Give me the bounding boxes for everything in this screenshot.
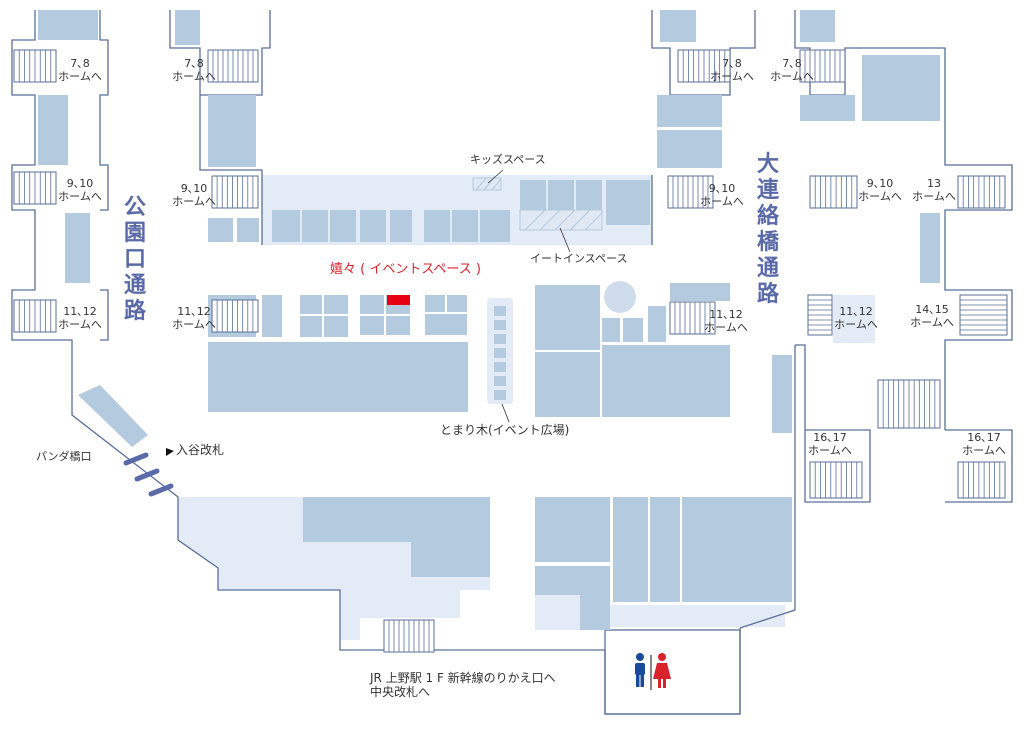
iriya-gate-label[interactable]: 入谷改札 xyxy=(176,443,225,457)
triangle-pointer-icon xyxy=(166,448,174,456)
corridor-char: 口 xyxy=(123,247,146,272)
panda-corridor-block xyxy=(78,385,148,447)
daiRenraku-corridor-label: 大連絡橋通路 xyxy=(755,152,781,308)
kids-space-label[interactable]: キッズスペース xyxy=(470,153,546,166)
tomarigi-column xyxy=(487,298,513,404)
corridor-char: 絡 xyxy=(756,204,779,229)
platform-1112-east-floor xyxy=(833,295,875,343)
panda-bridge-exit-label[interactable]: パンダ橋口 xyxy=(36,450,92,463)
corridor-char: 通 xyxy=(123,273,146,298)
event-space-label[interactable]: 嬉々 ( イベントスペース ) xyxy=(330,262,481,277)
restroom-icon xyxy=(635,653,671,690)
corridor-char: 連 xyxy=(756,178,779,203)
tomarigi-label[interactable]: とまり木(イベント広場) xyxy=(440,423,570,437)
koenguchi-corridor-label: 公園口通路 xyxy=(122,195,148,325)
corridor-char: 路 xyxy=(123,299,146,324)
corridor-char: 公 xyxy=(123,195,146,220)
event-space-marker xyxy=(387,295,410,305)
corridor-char: 園 xyxy=(123,221,146,246)
eat-in-space-label[interactable]: イートインスペース xyxy=(530,252,628,265)
shinkansen-transfer-label[interactable]: JR 上野駅 1 F 新幹線のりかえ口へ 中央改札へ xyxy=(370,671,556,699)
corridor-char: 通 xyxy=(756,256,779,281)
corridor-char: 路 xyxy=(756,282,779,307)
corridor-char: 大 xyxy=(756,152,779,177)
round-kiosk xyxy=(604,281,636,313)
corridor-char: 橋 xyxy=(756,230,779,255)
south-east-strip xyxy=(585,605,785,627)
panda-gates xyxy=(123,452,174,497)
eat-in-space-area xyxy=(519,209,603,231)
